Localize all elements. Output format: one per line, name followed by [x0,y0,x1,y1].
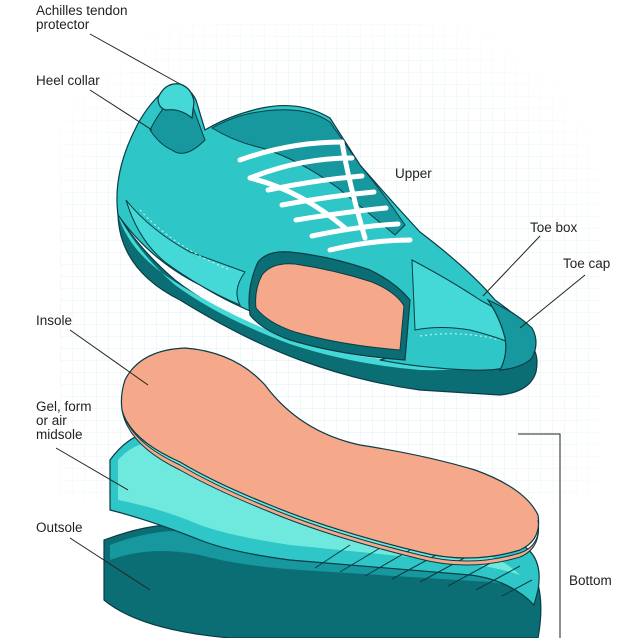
label-heel-collar: Heel collar [36,73,100,88]
label-insole: Insole [36,313,73,328]
label-achilles-tendon-protector: Achilles tendon protector [36,3,128,32]
insole [120,347,540,559]
leader-heel-collar [89,89,153,131]
leader-midsole [55,447,129,491]
label-bottom: Bottom [569,573,612,588]
label-midsole: Gel, form or air midsole [36,399,92,442]
shoe-laces [237,139,413,253]
label-upper: Upper [395,166,432,181]
leader-insole [69,329,149,386]
bottom-bracket [518,433,561,638]
leader-outsole [69,537,151,591]
leader-achilles [89,33,181,85]
label-toe-box: Toe box [530,220,578,235]
leader-toe-cap [519,274,586,329]
label-toe-cap: Toe cap [563,256,611,271]
label-outsole: Outsole [36,520,83,535]
leader-toe-box [482,235,541,297]
shoe-upper [116,83,538,396]
